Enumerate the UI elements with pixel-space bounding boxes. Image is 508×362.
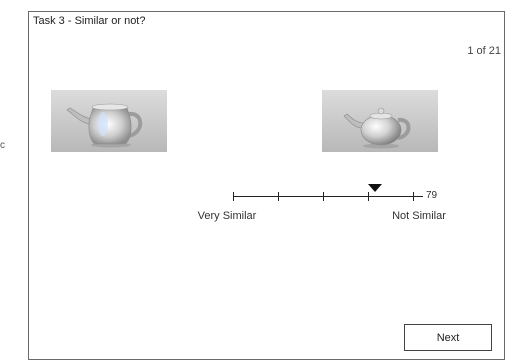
- scale-tick: [278, 192, 279, 201]
- scale-track[interactable]: [233, 196, 423, 197]
- scale-tick: [233, 192, 234, 201]
- scale-tick: [413, 192, 414, 201]
- task-title: Task 3 - Similar or not?: [33, 15, 146, 27]
- scale-tick: [368, 192, 369, 201]
- left-teapot-image: [51, 90, 167, 152]
- task-window: Task 3 - Similar or not? 1 of 21: [28, 11, 505, 360]
- next-button[interactable]: Next: [404, 324, 492, 351]
- scale-marker[interactable]: [368, 184, 383, 192]
- scale-value: 79: [426, 190, 438, 201]
- right-teapot-image: [322, 90, 438, 152]
- scale-label-very-similar: Very Similar: [197, 210, 257, 222]
- progress-counter: 1 of 21: [467, 45, 501, 57]
- scale-label-not-similar: Not Similar: [392, 210, 446, 222]
- stray-mark: c: [0, 140, 5, 151]
- similarity-scale: 79 Very Similar Not Similar: [29, 12, 504, 359]
- scale-tick: [323, 192, 324, 201]
